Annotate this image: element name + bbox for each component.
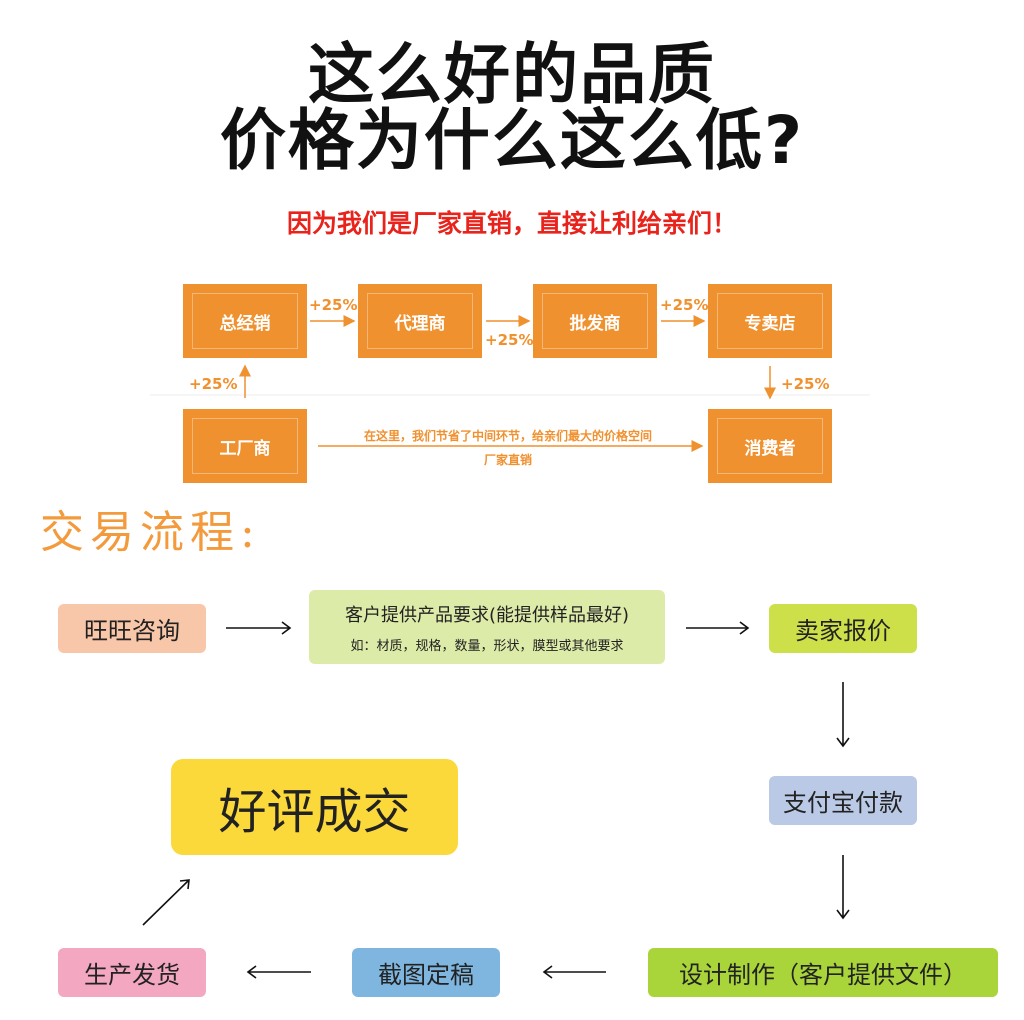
step-ship: 生产发货 — [58, 948, 206, 997]
markup-wholesaler-to-store: +25% — [660, 296, 709, 314]
step-pay-label: 支付宝付款 — [783, 789, 903, 817]
node-general-agent-label: 总经销 — [219, 313, 271, 334]
step-quote: 卖家报价 — [769, 604, 917, 653]
step-review-label: 好评成交 — [218, 784, 411, 840]
arrow-pay-to-design — [836, 855, 850, 920]
arrow-confirm-to-ship — [246, 965, 311, 979]
step-consult-label: 旺旺咨询 — [84, 617, 180, 645]
node-factory-label: 工厂商 — [219, 438, 271, 459]
step-quote-label: 卖家报价 — [795, 617, 891, 645]
arrow-design-to-confirm — [542, 965, 606, 979]
markup-factory-to-general: +25% — [189, 375, 238, 393]
step-confirm: 截图定稿 — [352, 948, 500, 997]
node-store-label: 专卖店 — [744, 313, 796, 334]
markup-agent-to-wholesaler: +25% — [485, 331, 534, 349]
page-subtitle: 因为我们是厂家直销，直接让利给亲们！ — [286, 209, 737, 238]
node-consumer-label: 消费者 — [744, 438, 796, 459]
page-title-line1: 这么好的品质 — [308, 36, 716, 113]
node-general-agent: 总经销 — [183, 284, 307, 358]
node-consumer: 消费者 — [708, 409, 832, 483]
markup-general-to-agent: +25% — [309, 296, 358, 314]
arrow-ship-to-review — [142, 879, 190, 926]
step-ship-label: 生产发货 — [84, 961, 180, 989]
step-design-label: 设计制作（客户提供文件） — [679, 961, 967, 989]
node-wholesaler-label: 批发商 — [569, 313, 621, 334]
node-agent-label: 代理商 — [394, 313, 446, 334]
direct-sale-note: 在这里，我们节省了中间环节，给亲们最大的价格空间 — [363, 429, 652, 443]
direct-sale-label: 厂家直销 — [483, 453, 532, 467]
node-wholesaler: 批发商 — [533, 284, 657, 358]
arrow-requirements-to-quote — [686, 621, 750, 635]
step-requirements-detail: 如：材质，规格，数量，形状，膜型或其他要求 — [350, 639, 624, 654]
arrow-consult-to-requirements — [226, 621, 292, 635]
node-factory: 工厂商 — [183, 409, 307, 483]
step-design: 设计制作（客户提供文件） — [648, 948, 998, 997]
step-review: 好评成交 — [171, 759, 458, 855]
step-confirm-label: 截图定稿 — [378, 961, 474, 989]
step-requirements-label: 客户提供产品要求(能提供样品最好) — [344, 605, 630, 626]
process-section-title: 交易流程: — [40, 507, 261, 558]
step-pay: 支付宝付款 — [769, 776, 917, 825]
node-store: 专卖店 — [708, 284, 832, 358]
step-requirements: 客户提供产品要求(能提供样品最好) 如：材质，规格，数量，形状，膜型或其他要求 — [309, 590, 665, 664]
markup-store-to-consumer: +25% — [781, 375, 830, 393]
arrow-quote-to-pay — [836, 682, 850, 748]
node-agent: 代理商 — [358, 284, 482, 358]
page-title-line2: 价格为什么这么低? — [219, 102, 805, 179]
step-consult: 旺旺咨询 — [58, 604, 206, 653]
